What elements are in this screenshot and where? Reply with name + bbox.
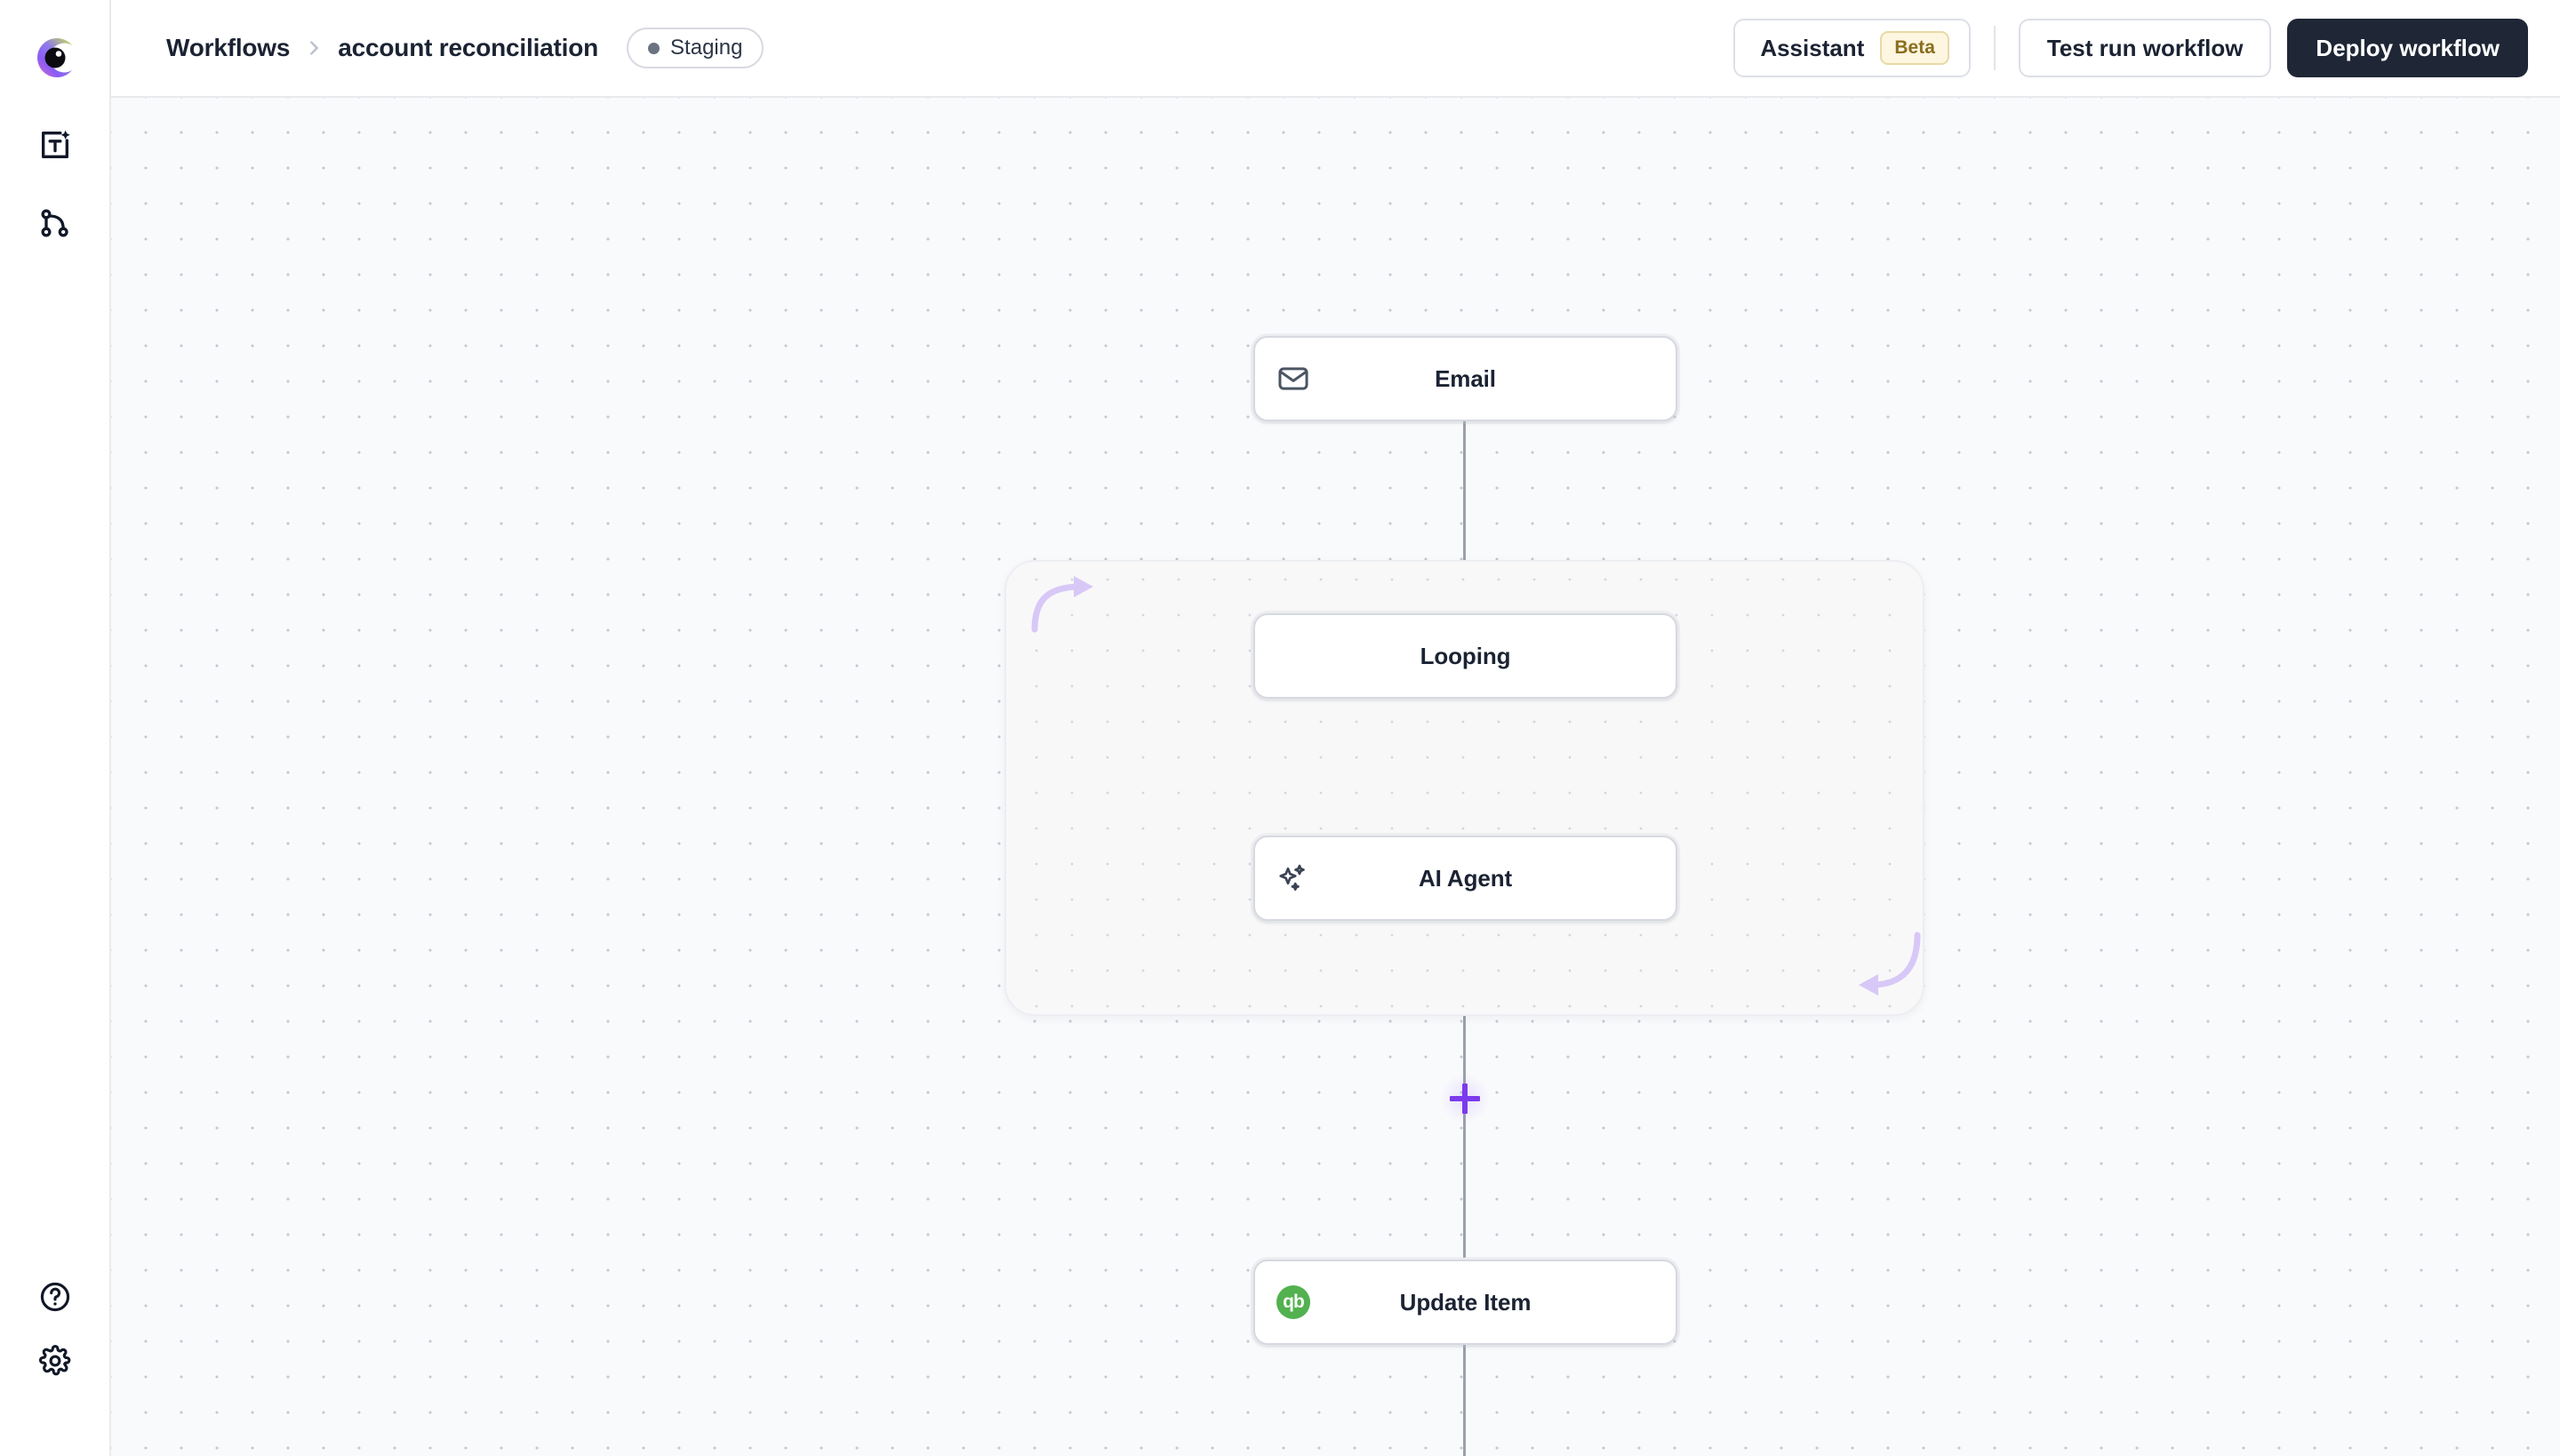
quickbooks-icon: qb	[1255, 1285, 1332, 1319]
page-title: account reconciliation	[338, 34, 599, 61]
beta-badge: Beta	[1880, 31, 1949, 65]
status-badge-staging[interactable]: Staging	[627, 28, 764, 68]
chevron-right-icon	[304, 38, 324, 58]
top-header: Workflows account reconciliation Staging…	[111, 0, 2560, 98]
sidebar-item-settings[interactable]	[28, 1335, 83, 1390]
node-looping-label: Looping	[1420, 642, 1511, 669]
test-run-workflow-button[interactable]: Test run workflow	[2018, 19, 2272, 77]
node-update-item[interactable]: qb Update Item	[1253, 1260, 1677, 1345]
breadcrumb: Workflows account reconciliation	[166, 34, 598, 62]
node-update-item-label: Update Item	[1399, 1288, 1532, 1316]
edge-loop-to-update	[1463, 1049, 1466, 1258]
loop-return-arrow-icon	[1844, 923, 1930, 1012]
breadcrumb-root-link[interactable]: Workflows	[166, 34, 291, 61]
assistant-button-label: Assistant	[1760, 34, 1865, 61]
sidebar-item-help[interactable]	[28, 1271, 83, 1326]
node-email-label: Email	[1435, 364, 1496, 392]
header-divider	[1993, 26, 1996, 70]
node-ai-agent[interactable]: AI Agent	[1253, 836, 1677, 921]
sidebar-bottom-nav	[28, 1271, 83, 1390]
text-ai-icon	[37, 127, 73, 167]
header-actions: Assistant Beta Test run workflow Deploy …	[1733, 19, 2528, 77]
help-icon	[38, 1280, 72, 1318]
sidebar-item-workflows[interactable]	[28, 197, 83, 252]
quickbooks-mark: qb	[1276, 1285, 1310, 1319]
node-email[interactable]: Email	[1253, 336, 1677, 421]
credal-logo[interactable]	[28, 30, 83, 85]
workflow-branch-icon	[37, 205, 73, 245]
left-sidebar	[0, 0, 111, 1456]
edge-email-to-loop	[1463, 421, 1466, 572]
plus-icon	[1450, 1084, 1480, 1114]
sidebar-item-text-ai[interactable]	[28, 119, 83, 174]
loop-entry-arrow-icon	[1022, 569, 1104, 637]
envelope-icon	[1255, 362, 1332, 396]
edge-update-to-end	[1463, 1341, 1466, 1456]
workflow-canvas[interactable]: Email Looping AI Agent	[111, 98, 2560, 1456]
main-area: Workflows account reconciliation Staging…	[111, 0, 2560, 1456]
sparkles-icon	[1255, 861, 1332, 895]
node-ai-agent-label: AI Agent	[1418, 864, 1513, 892]
status-badge-label: Staging	[670, 36, 743, 60]
settings-gear-icon	[38, 1344, 72, 1382]
node-looping[interactable]: Looping	[1253, 613, 1677, 699]
deploy-workflow-button[interactable]: Deploy workflow	[2287, 19, 2528, 77]
sidebar-top-nav	[28, 119, 83, 252]
assistant-button[interactable]: Assistant Beta	[1733, 19, 1971, 77]
status-dot-icon	[648, 42, 660, 54]
add-step-in-loop-button[interactable]	[1430, 1064, 1500, 1133]
